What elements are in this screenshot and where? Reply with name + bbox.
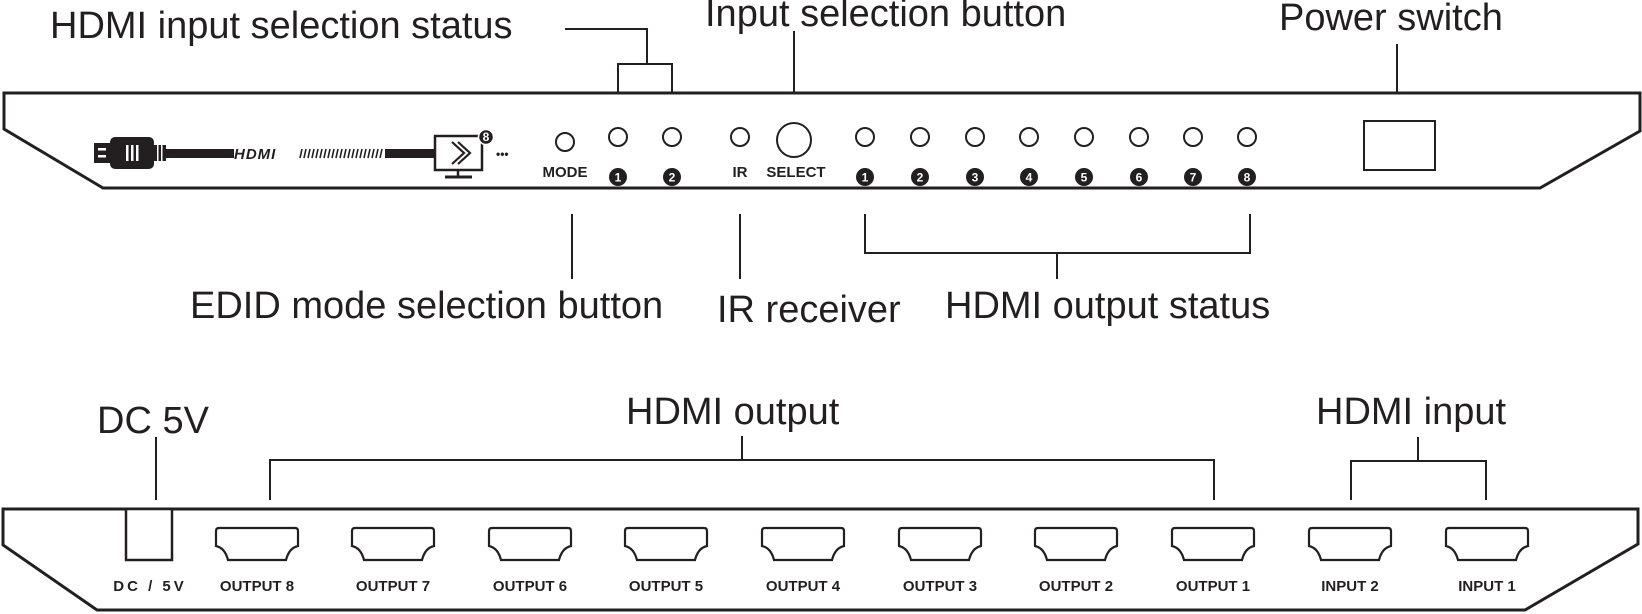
output-number-badge-4 <box>1020 168 1038 186</box>
dc-5v-label: DC / 5V <box>113 578 187 595</box>
output-led-label: 8 <box>1244 171 1251 185</box>
port-label: OUTPUT 7 <box>356 578 430 595</box>
output-number-badge-1 <box>856 168 874 186</box>
hdmi-input-port[interactable]: INPUT 2 <box>1307 526 1393 595</box>
hdmi-port-icon <box>350 526 436 562</box>
ir-receiver <box>730 127 750 147</box>
front-panel: HDMI <box>2 91 1642 190</box>
port-label: OUTPUT 2 <box>1039 578 1113 595</box>
hdmi-output-port[interactable]: OUTPUT 5 <box>623 526 709 595</box>
monitor-icon: 8 <box>433 128 495 179</box>
hdmi-input-port[interactable]: INPUT 1 <box>1444 526 1530 595</box>
select-button[interactable] <box>776 122 812 158</box>
output-number-badge-8 <box>1238 168 1256 186</box>
input-led-2 <box>662 127 682 147</box>
port-label: INPUT 1 <box>1458 578 1516 595</box>
hdmi-output-port[interactable]: OUTPUT 8 <box>214 526 300 595</box>
dc-5v-power-jack[interactable] <box>124 507 174 562</box>
input-status-leds: 1 2 <box>608 127 682 186</box>
hdmi-output-port[interactable]: OUTPUT 3 <box>897 526 983 595</box>
hdmi-port-icon <box>1307 526 1393 562</box>
port-label: OUTPUT 6 <box>493 578 567 595</box>
ellipsis: ••• <box>496 147 509 161</box>
hdmi-port-icon <box>760 526 846 562</box>
hdmi-port-icon <box>897 526 983 562</box>
output-led-label: 2 <box>917 171 924 185</box>
ir-label: IR <box>733 164 748 181</box>
port-label: OUTPUT 8 <box>220 578 294 595</box>
output-led-3 <box>965 127 985 147</box>
callout-edid-mode-selection-button: EDID mode selection button <box>190 285 663 327</box>
power-switch[interactable] <box>1363 120 1436 171</box>
input-led-1 <box>608 127 628 147</box>
output-led-label: 3 <box>972 171 979 185</box>
hdmi-ports: OUTPUT 8 OUTPUT 7 OUTPUT 6 OUTPUT 5 OUTPUT 4… <box>214 526 1530 595</box>
port-label: OUTPUT 5 <box>629 578 703 595</box>
port-label: INPUT 2 <box>1321 578 1379 595</box>
output-number-badge-6 <box>1130 168 1148 186</box>
hdmi-port-icon <box>487 526 573 562</box>
hdmi-port-icon <box>214 526 300 562</box>
output-led-label: 4 <box>1026 171 1033 185</box>
callout-input-selection-button: Input selection button <box>705 0 1066 35</box>
port-label: OUTPUT 1 <box>1176 578 1250 595</box>
hdmi-cable-logo-icon: HDMI <box>94 137 459 169</box>
output-led-5 <box>1074 127 1094 147</box>
hdmi-output-port[interactable]: OUTPUT 1 <box>1170 526 1256 595</box>
port-label: OUTPUT 3 <box>903 578 977 595</box>
hdmi-output-port[interactable]: OUTPUT 4 <box>760 526 846 595</box>
callout-hdmi-output: HDMI output <box>626 391 840 433</box>
select-label: SELECT <box>766 164 825 181</box>
hdmi-output-port[interactable]: OUTPUT 6 <box>487 526 573 595</box>
output-led-6 <box>1129 127 1149 147</box>
front-callout-lines <box>565 28 1398 279</box>
monitor-badge-number: 8 <box>483 130 490 144</box>
output-number-badge-2 <box>911 168 929 186</box>
rear-callout-lines <box>155 436 1487 500</box>
front-panel-outline <box>2 91 1642 190</box>
hdmi-output-port[interactable]: OUTPUT 7 <box>350 526 436 595</box>
input-number-badge-2 <box>663 168 681 186</box>
input-number-badge-1 <box>609 168 627 186</box>
input-led-label: 2 <box>669 171 676 185</box>
callout-hdmi-output-status: HDMI output status <box>945 285 1270 327</box>
callout-dc-5v: DC 5V <box>97 400 210 442</box>
rear-panel: DC / 5V OUTPUT 8 OUTPUT 7 OUTPUT 6 OUTPUT 5… <box>1 507 1640 612</box>
callout-power-switch: Power switch <box>1279 0 1503 39</box>
callout-hdmi-input-selection-status: HDMI input selection status <box>50 5 513 47</box>
hdmi-port-icon <box>1033 526 1119 562</box>
output-led-4 <box>1019 127 1039 147</box>
cable-stripes <box>299 148 383 159</box>
output-number-badge-7 <box>1184 168 1202 186</box>
output-led-label: 5 <box>1081 171 1088 185</box>
output-status-leds: 1 2 3 4 5 6 7 8 <box>855 127 1257 186</box>
output-number-badge-3 <box>966 168 984 186</box>
callout-hdmi-input: HDMI input <box>1316 391 1506 433</box>
hdmi-port-icon <box>1444 526 1530 562</box>
output-led-8 <box>1237 127 1257 147</box>
output-led-7 <box>1183 127 1203 147</box>
hdmi-port-icon <box>623 526 709 562</box>
output-led-2 <box>910 127 930 147</box>
mode-label: MODE <box>543 164 588 181</box>
output-led-label: 1 <box>862 171 869 185</box>
hdmi-port-icon <box>1170 526 1256 562</box>
port-label: OUTPUT 4 <box>766 578 841 595</box>
callout-ir-receiver: IR receiver <box>717 289 901 331</box>
output-number-badge-5 <box>1075 168 1093 186</box>
hdmi-output-port[interactable]: OUTPUT 2 <box>1033 526 1119 595</box>
hdmi-logo-text: HDMI <box>234 146 276 163</box>
output-led-label: 6 <box>1136 171 1143 185</box>
mode-button[interactable] <box>555 132 575 152</box>
input-led-label: 1 <box>615 171 622 185</box>
output-led-label: 7 <box>1190 171 1197 185</box>
output-led-1 <box>855 127 875 147</box>
